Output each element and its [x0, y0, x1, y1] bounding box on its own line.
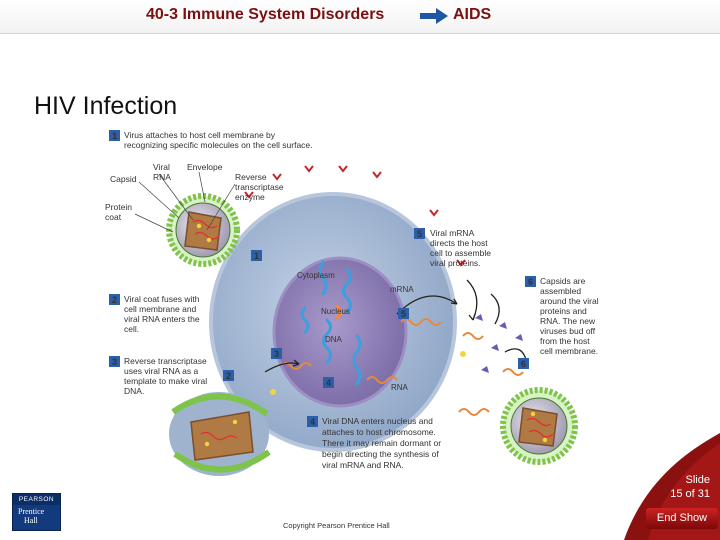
cell-labels: Cytoplasm mRNA Nucleus DNA RNA — [297, 271, 414, 392]
virus-attaching — [166, 193, 240, 267]
svg-text:5: 5 — [417, 229, 422, 239]
svg-text:Capsid: Capsid — [110, 174, 137, 184]
svg-text:Virus attaches to host cell me: Virus attaches to host cell membrane byr… — [124, 130, 313, 150]
svg-text:RNA: RNA — [153, 172, 171, 182]
svg-text:2: 2 — [112, 295, 117, 305]
svg-text:enzyme: enzyme — [235, 192, 265, 202]
svg-text:Protein: Protein — [105, 202, 132, 212]
svg-text:1: 1 — [254, 251, 259, 261]
section-title[interactable]: 40-3 Immune System Disorders — [146, 6, 385, 23]
svg-text:coat: coat — [105, 212, 122, 222]
arrow-right-icon — [420, 8, 448, 24]
pointer-lines — [134, 171, 236, 233]
virus-budding — [500, 387, 578, 465]
diagram-step-markers: 1 2 3 4 5 6 — [223, 250, 529, 388]
svg-text:4: 4 — [310, 417, 315, 427]
viral-rna-strands — [280, 318, 524, 416]
svg-text:1: 1 — [112, 131, 117, 141]
svg-text:Viral: Viral — [153, 162, 170, 172]
header-divider — [0, 33, 720, 34]
svg-text:RNA: RNA — [391, 383, 409, 392]
svg-text:Cytoplasm: Cytoplasm — [297, 271, 335, 280]
end-show-button[interactable]: End Show — [646, 508, 718, 529]
svg-text:2: 2 — [226, 371, 231, 381]
svg-text:6: 6 — [521, 359, 526, 369]
svg-text:3: 3 — [112, 357, 117, 367]
topic-title[interactable]: AIDS — [453, 6, 492, 23]
svg-text:4: 4 — [326, 378, 331, 388]
viral-proteins — [270, 314, 523, 395]
svg-text:Nucleus: Nucleus — [321, 307, 350, 316]
slide-header — [0, 0, 720, 34]
virus-fusing — [169, 392, 271, 476]
svg-text:5: 5 — [401, 309, 406, 319]
virus-part-labels: Viral RNA Envelope Capsid Reverse transc… — [105, 162, 284, 222]
step-1: 1 Virus attaches to host cell membrane b… — [109, 130, 313, 150]
svg-text:3: 3 — [274, 349, 279, 359]
svg-text:Envelope: Envelope — [187, 162, 223, 172]
svg-text:Reverse: Reverse — [235, 172, 267, 182]
copyright-notice: Copyright Pearson Prentice Hall — [283, 521, 390, 530]
page-title: HIV Infection — [34, 92, 178, 120]
slide-counter: Slide 15 of 31 — [670, 474, 710, 500]
svg-text:6: 6 — [528, 277, 533, 287]
svg-text:transcriptase: transcriptase — [235, 182, 284, 192]
hiv-infection-diagram: 1 Virus attaches to host cell membrane b… — [105, 130, 599, 476]
chromosomes — [300, 260, 362, 386]
nucleus — [272, 256, 408, 408]
pearson-logo: PEARSON Prentice Hall — [12, 493, 61, 531]
svg-text:mRNA: mRNA — [390, 285, 414, 294]
svg-text:DNA: DNA — [325, 335, 343, 344]
